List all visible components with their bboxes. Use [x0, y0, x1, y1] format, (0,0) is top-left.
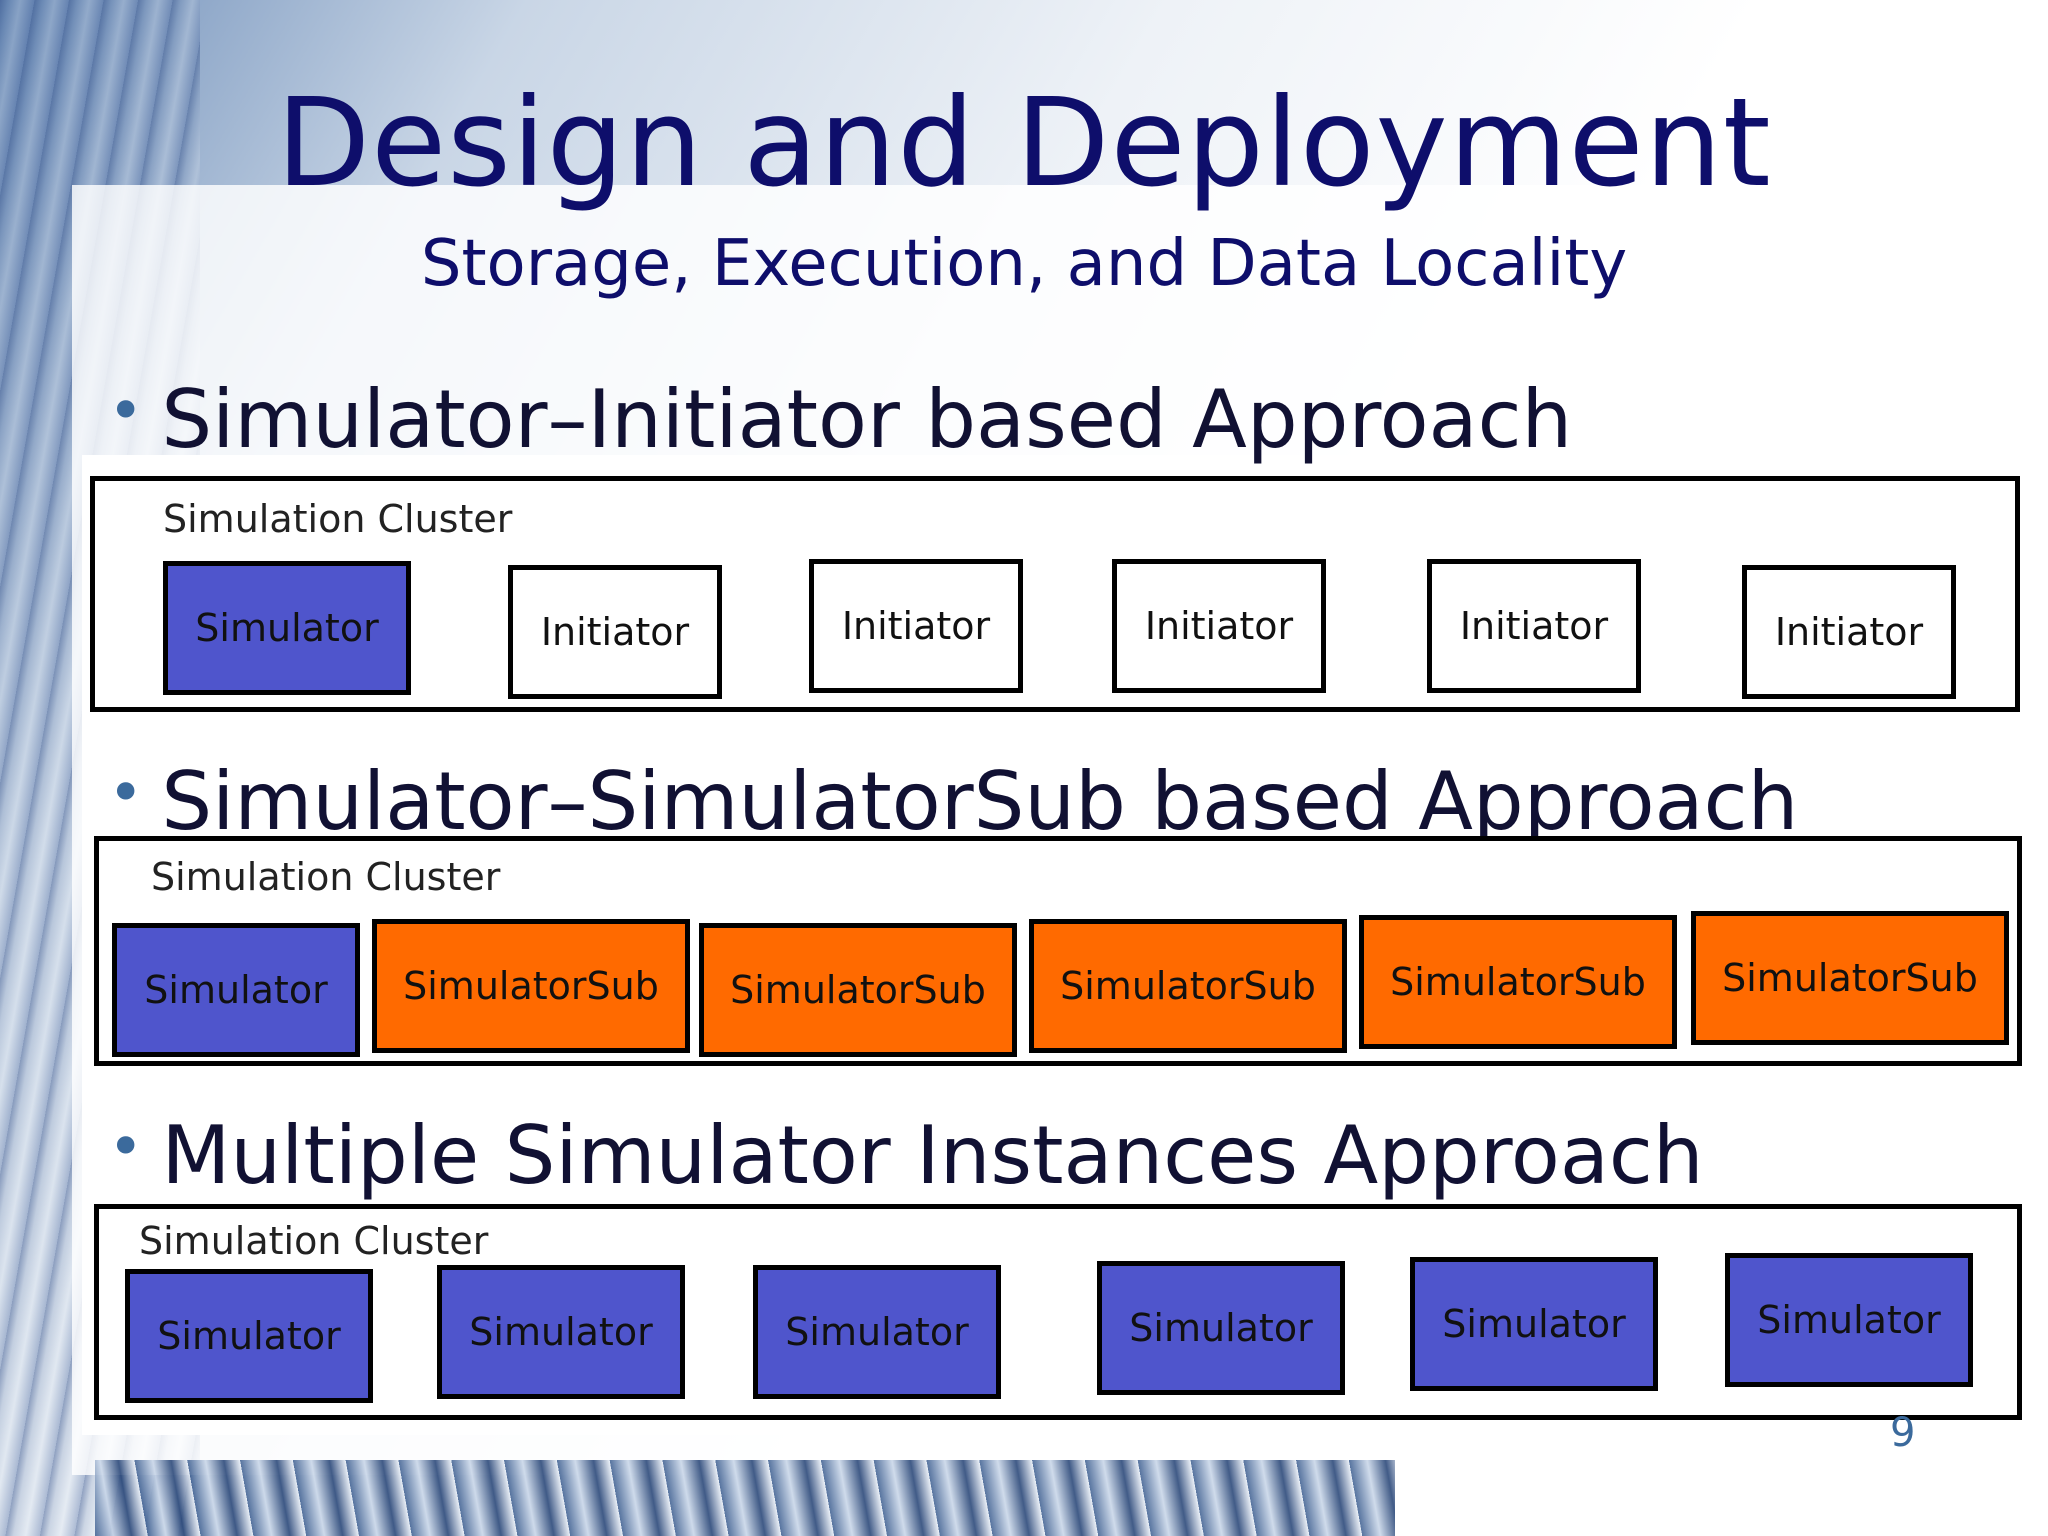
simulatorsub-node: SimulatorSub — [1359, 915, 1677, 1049]
initiator-node: Initiator — [1742, 565, 1956, 699]
initiator-node: Initiator — [508, 565, 722, 699]
simulatorsub-node: SimulatorSub — [372, 919, 690, 1053]
bullet-simulator-initiator: •Simulator–Initiator based Approach — [108, 380, 1572, 460]
cluster-label: Simulation Cluster — [151, 855, 501, 899]
bullet-simulator-simulatorsub: •Simulator–SimulatorSub based Approach — [108, 762, 1798, 842]
bullet-dot-icon: • — [108, 376, 144, 446]
initiator-node: Initiator — [1427, 559, 1641, 693]
simulatorsub-node: SimulatorSub — [699, 923, 1017, 1057]
slide-title: Design and Deployment — [276, 72, 1772, 214]
simulator-node: Simulator — [753, 1265, 1001, 1399]
cluster-label: Simulation Cluster — [163, 497, 513, 541]
bullet-text: Simulator–Initiator based Approach — [161, 373, 1573, 466]
simulator-node: Simulator — [163, 561, 411, 695]
bullet-text: Multiple Simulator Instances Approach — [161, 1109, 1704, 1202]
simulator-node: Simulator — [1410, 1257, 1658, 1391]
simulator-node: Simulator — [125, 1269, 373, 1403]
simulator-node: Simulator — [1097, 1261, 1345, 1395]
cluster-label: Simulation Cluster — [139, 1219, 489, 1263]
simulatorsub-node: SimulatorSub — [1029, 919, 1347, 1053]
slide-subtitle: Storage, Execution, and Data Locality — [420, 227, 1628, 301]
initiator-node: Initiator — [1112, 559, 1326, 693]
simulation-cluster-1: Simulation Cluster Simulator Initiator I… — [90, 476, 2020, 712]
bullet-dot-icon: • — [108, 1112, 144, 1182]
bullet-dot-icon: • — [108, 758, 144, 828]
initiator-node: Initiator — [809, 559, 1023, 693]
bullet-text: Simulator–SimulatorSub based Approach — [161, 755, 1799, 848]
bullet-multiple-simulator: •Multiple Simulator Instances Approach — [108, 1116, 1704, 1196]
background-bottom-decoration — [95, 1460, 1395, 1536]
simulation-cluster-2: Simulation Cluster Simulator SimulatorSu… — [94, 836, 2022, 1066]
simulator-node: Simulator — [1725, 1253, 1973, 1387]
simulator-node: Simulator — [112, 923, 360, 1057]
simulatorsub-node: SimulatorSub — [1691, 911, 2009, 1045]
page-number: 9 — [1890, 1410, 1916, 1456]
simulation-cluster-3: Simulation Cluster Simulator Simulator S… — [94, 1204, 2022, 1420]
simulator-node: Simulator — [437, 1265, 685, 1399]
